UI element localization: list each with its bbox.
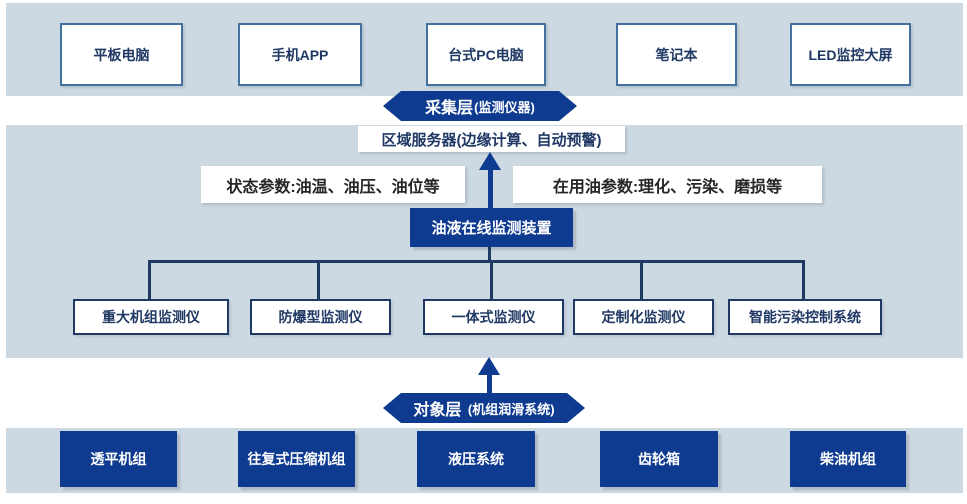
oil-params-label: 在用油参数:理化、污染、磨损等 — [513, 166, 822, 203]
connector-stem-line — [488, 247, 491, 261]
connector-stub-line — [802, 262, 805, 299]
up-arrow-icon — [479, 152, 501, 170]
connector-stub-line — [148, 262, 151, 299]
connector-stub-line — [490, 262, 493, 299]
device-desktop-pc-box: 台式PC电脑 — [426, 23, 546, 86]
collection-layer-banner: 采集层(监测仪器) — [383, 91, 577, 121]
object-layer-title: 对象层 — [413, 402, 462, 419]
connector-horizontal-line — [148, 260, 805, 263]
diesel-unit-box: 柴油机组 — [790, 431, 906, 487]
monitor-explosion-proof-box: 防爆型监测仪 — [250, 299, 391, 335]
up-arrow-shaft — [488, 169, 493, 208]
device-laptop-box: 笔记本 — [616, 23, 737, 86]
oil-monitor-device-box: 油液在线监测装置 — [410, 208, 573, 247]
hydraulic-system-box: 液压系统 — [417, 431, 535, 487]
device-phone-app-box: 手机APP — [238, 23, 362, 86]
device-led-screen-box: LED监控大屏 — [790, 23, 911, 86]
up-arrow-shaft — [487, 374, 492, 393]
object-layer-banner: 对象层 (机组润滑系统) — [383, 393, 585, 423]
monitor-integrated-box: 一体式监测仪 — [423, 299, 564, 335]
monitor-customized-box: 定制化监测仪 — [573, 299, 714, 335]
collection-layer-subtitle: (监测仪器) — [474, 99, 535, 115]
status-params-label: 状态参数:油温、油压、油位等 — [201, 166, 465, 203]
object-layer-subtitle: (机组润滑系统) — [467, 401, 555, 417]
pollution-control-system-box: 智能污染控制系统 — [728, 299, 882, 335]
connector-stub-line — [640, 262, 643, 299]
device-tablet-box: 平板电脑 — [60, 23, 183, 86]
connector-stub-line — [317, 262, 320, 299]
monitor-major-unit-box: 重大机组监测仪 — [73, 299, 229, 335]
collection-layer-title: 采集层 — [425, 100, 474, 117]
turbine-unit-box: 透平机组 — [60, 431, 177, 487]
gearbox-box: 齿轮箱 — [600, 431, 718, 487]
up-arrow-icon — [478, 357, 500, 375]
regional-server-box: 区域服务器(边缘计算、自动预警) — [358, 126, 625, 152]
reciprocating-compressor-box: 往复式压缩机组 — [238, 431, 355, 487]
